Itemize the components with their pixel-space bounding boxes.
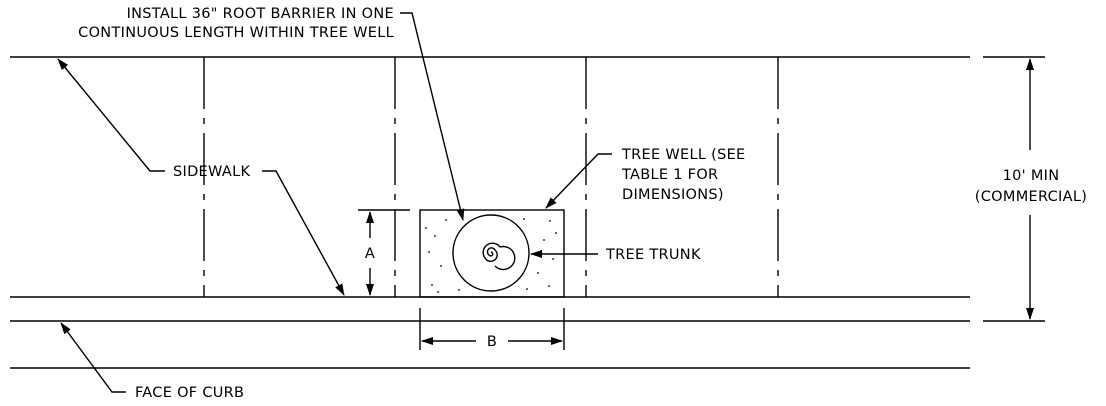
tree-well-label-line2: TABLE 1 FOR bbox=[621, 167, 718, 183]
root-barrier-leader bbox=[400, 12, 465, 221]
dim-b-label: B bbox=[487, 334, 497, 350]
root-barrier-label-line2: CONTINUOUS LENGTH WITHIN TREE WELL bbox=[78, 25, 394, 41]
sidewalk-leader-bottom bbox=[262, 170, 345, 296]
sidewalk-label: SIDEWALK bbox=[173, 164, 250, 180]
tree-well-stipple bbox=[425, 216, 557, 293]
min-width-label-line2: (COMMERCIAL) bbox=[975, 189, 1087, 205]
face-of-curb-leader bbox=[60, 322, 126, 393]
min-width-label-line1: 10' MIN bbox=[1003, 168, 1060, 184]
dim-a-label: A bbox=[365, 246, 375, 262]
root-barrier-label-line1: INSTALL 36" ROOT BARRIER IN ONE bbox=[127, 6, 394, 22]
sidewalk-leader-top bbox=[57, 58, 165, 172]
tree-trunk-icon bbox=[482, 242, 516, 271]
root-barrier-circle bbox=[452, 214, 530, 292]
tree-well-label-line1: TREE WELL (SEE bbox=[621, 147, 746, 163]
tree-trunk-label: TREE TRUNK bbox=[605, 247, 701, 263]
tree-well-label-line3: DIMENSIONS) bbox=[622, 187, 724, 203]
tree-well-leader bbox=[545, 153, 612, 209]
face-of-curb-label: FACE OF CURB bbox=[135, 385, 244, 401]
